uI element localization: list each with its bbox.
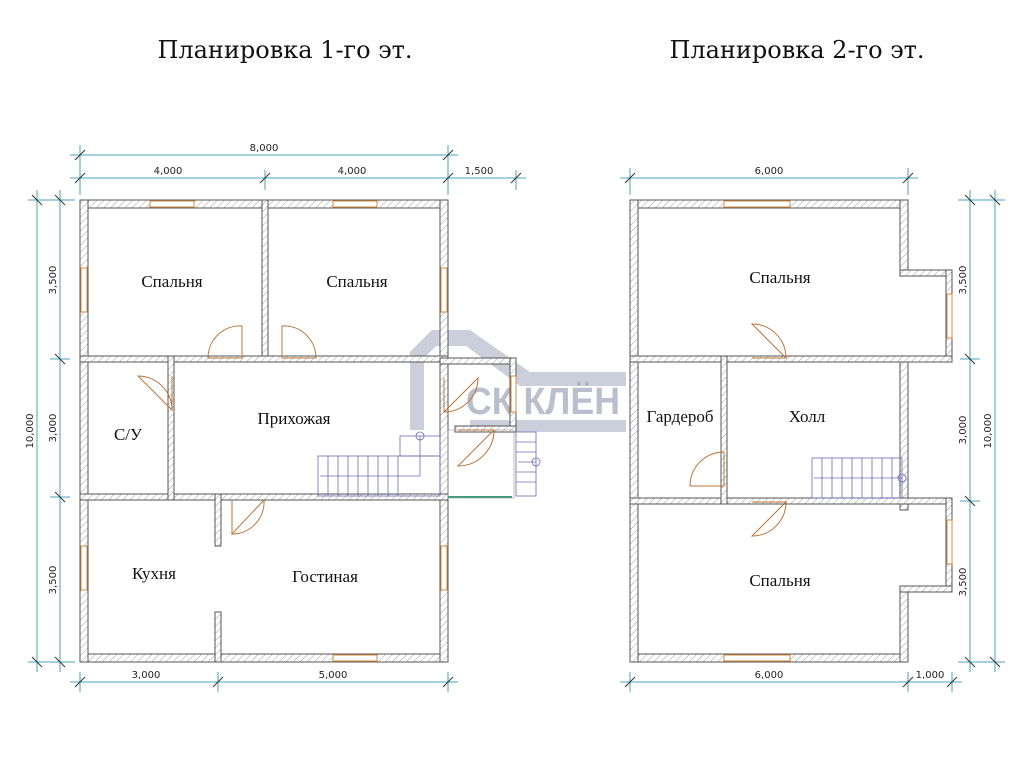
dimension-label: 3,000	[48, 414, 59, 443]
stairs-floor1	[317, 431, 541, 497]
window	[440, 545, 448, 591]
wall	[899, 585, 953, 593]
dimension-label: 6,000	[755, 166, 784, 177]
room-label: Гардероб	[646, 407, 713, 426]
wall	[454, 425, 517, 433]
window	[80, 267, 88, 313]
floor1-plan: Спальня Спальня С/У Прихожая Кухня Гости…	[25, 143, 541, 692]
door-bedroom-left	[207, 325, 243, 359]
dimension-lines-bottom	[70, 672, 458, 692]
wall	[439, 357, 517, 365]
door-bedroom-bottom	[750, 501, 788, 537]
window	[946, 519, 953, 565]
door-bedroom-right	[281, 325, 317, 359]
room-label: С/У	[114, 425, 143, 444]
wall	[629, 355, 953, 363]
floor2-title: Планировка 2-го эт.	[669, 36, 924, 64]
dimension-lines-top	[70, 145, 526, 195]
room-label: Кухня	[132, 564, 176, 583]
wall	[79, 199, 89, 663]
wall	[167, 355, 175, 501]
room-label: Прихожая	[258, 409, 331, 428]
wall	[899, 589, 909, 663]
watermark-text: СК КЛЁН	[466, 380, 620, 423]
wall	[261, 199, 269, 361]
dimension-label: 3,500	[48, 566, 59, 595]
dimension-label: 6,000	[755, 670, 784, 681]
dimension-label: 3,500	[958, 266, 969, 295]
dimension-lines-floor2	[620, 168, 1005, 692]
room-label: Гостиная	[292, 567, 358, 586]
door-living	[231, 498, 265, 536]
dimension-label: 3,500	[958, 568, 969, 597]
dimension-label: 3,000	[958, 416, 969, 445]
wall	[629, 199, 639, 663]
window	[440, 267, 448, 313]
dimension-lines-left	[28, 190, 75, 672]
wall	[720, 355, 728, 505]
wall	[214, 611, 222, 663]
window	[332, 200, 378, 208]
door-bedroom-top	[750, 323, 788, 359]
stairs-floor2	[811, 457, 907, 499]
wall	[79, 493, 449, 501]
window	[946, 293, 953, 339]
room-label: Спальня	[326, 272, 387, 291]
dimension-label: 4,000	[154, 166, 183, 177]
dimension-label: 3,000	[132, 670, 161, 681]
dimension-label: 3,500	[48, 266, 59, 295]
wall	[629, 497, 953, 505]
wall	[79, 355, 449, 363]
room-label: Спальня	[749, 268, 810, 287]
dimension-label: 1,000	[916, 670, 945, 681]
window	[332, 654, 378, 662]
wall	[899, 199, 909, 277]
wall	[899, 355, 909, 511]
dimension-label: 4,000	[338, 166, 367, 177]
wall	[214, 493, 222, 547]
room-label: Спальня	[749, 571, 810, 590]
dimension-label: 1,500	[465, 166, 494, 177]
dimension-label: 8,000	[250, 143, 279, 154]
window	[723, 654, 791, 662]
wall	[899, 269, 953, 277]
door-bathroom	[136, 375, 173, 412]
floor1-title: Планировка 1-го эт.	[157, 36, 412, 64]
door-wardrobe	[689, 451, 725, 487]
window	[149, 200, 195, 208]
dimension-label: 10,000	[983, 414, 994, 449]
room-label: Спальня	[141, 272, 202, 291]
porch	[447, 429, 515, 499]
dimension-label: 5,000	[319, 670, 348, 681]
dimension-label: 10,000	[25, 414, 36, 449]
watermark-logo: СК КЛЁН	[410, 330, 626, 432]
door-entrance	[456, 429, 496, 467]
window	[510, 375, 517, 413]
wall	[79, 653, 449, 663]
door-tambour	[443, 376, 479, 414]
window	[723, 200, 791, 208]
floor2-plan: Гардероб Спальня Холл Спальня 6,000 6,00…	[620, 166, 1005, 692]
room-label: Холл	[789, 407, 826, 426]
window	[80, 545, 88, 591]
